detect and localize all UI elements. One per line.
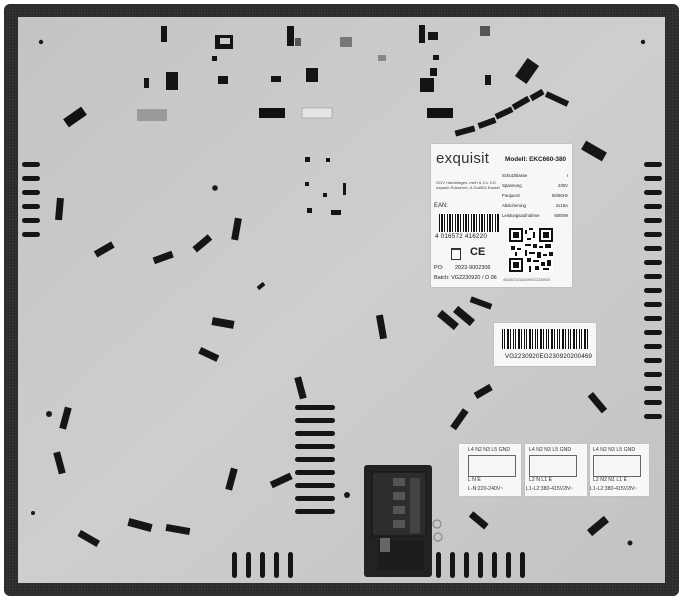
left-vent-slots <box>22 162 40 237</box>
qr-code <box>509 228 553 272</box>
address-line-2: Aspach-Rüssener, A-Gut564 Kassel <box>436 185 500 190</box>
wiring-diagram-3: L4 N2 N3 L5 GND L2 N2 N1 L1 E L1-L2:380-… <box>590 444 649 496</box>
terminal-block <box>364 465 443 577</box>
po-label: PO: <box>434 265 444 271</box>
wiring-caption: L-N:220-240V~ <box>468 486 504 492</box>
serial-sticker: VG2230920EG230920200469 <box>494 323 596 366</box>
wiring-caption: L1-L2:380-415V2N~ <box>526 486 573 492</box>
spec-key: Spannung <box>502 183 522 188</box>
spec-val: 2x16A <box>555 203 568 208</box>
model-number: Modell: EKC660-380 <box>505 156 567 163</box>
spec-key: Absicherung <box>502 203 526 208</box>
weee-bin-icon <box>451 248 461 260</box>
qr-caption: 40165724162209VG2230920 <box>503 278 551 282</box>
wiring-diagram-1: L4 N2 N3 L5 GND L N E L-N:220-240V~ <box>459 444 521 496</box>
right-vent-slots <box>644 162 662 419</box>
center-vent-stack <box>295 405 335 514</box>
terminal-labels: L4 N2 N3 L5 GND <box>593 447 636 453</box>
top-cutouts <box>144 25 491 92</box>
serial-number: VG2230920EG230920200469 <box>505 353 593 360</box>
clip-slots <box>53 197 609 547</box>
spec-val: 230V <box>557 183 568 188</box>
ean-label: EAN: <box>434 203 449 209</box>
tape-patches <box>63 106 453 128</box>
spec-val: 6000W <box>554 213 568 218</box>
center-marks <box>305 157 346 215</box>
screw-holes <box>31 39 646 546</box>
brand-logo: exquisit <box>436 150 490 167</box>
bottom-vent-row <box>232 552 525 578</box>
spec-val: I <box>566 173 568 178</box>
spec-val: 50/60Hz <box>551 193 568 198</box>
spec-key: Leistungsaufnahme <box>502 213 540 218</box>
spec-key: Schutzklasse <box>502 173 528 178</box>
terminal-labels: L4 N2 N3 L5 GND <box>529 447 572 453</box>
ean-number: 4 016572 416220 <box>435 233 488 240</box>
angled-vents <box>454 57 607 162</box>
spec-key: Frequenz <box>502 193 521 198</box>
wiring-diagram-2: L4 N2 N3 L5 GND L2 N L1 E L1-L2:380-415V… <box>525 444 587 496</box>
wire-labels: L2 N2 N1 L1 E <box>593 477 628 483</box>
spec-table: Schutzklasse I Spannung 230V Frequenz 50… <box>502 171 570 221</box>
terminal-labels: L4 N2 N3 L5 GND <box>468 447 511 453</box>
address-line-1: GGV Handelsges. mbH & Co. KG <box>436 180 496 185</box>
wire-labels: L N E <box>468 477 481 483</box>
wire-labels: L2 N L1 E <box>529 477 553 483</box>
rating-label: exquisit Modell: EKC660-380 GGV Handelsg… <box>431 144 572 287</box>
ce-mark: CE <box>470 246 486 258</box>
batch-text: Batch: VG2230920 / D 06 <box>434 275 497 281</box>
po-value: 2023-9002306 <box>455 265 491 271</box>
ean-barcode <box>439 214 499 232</box>
wiring-caption: L1-L2:380-415V2N~ <box>590 486 637 492</box>
serial-barcode <box>502 329 590 349</box>
